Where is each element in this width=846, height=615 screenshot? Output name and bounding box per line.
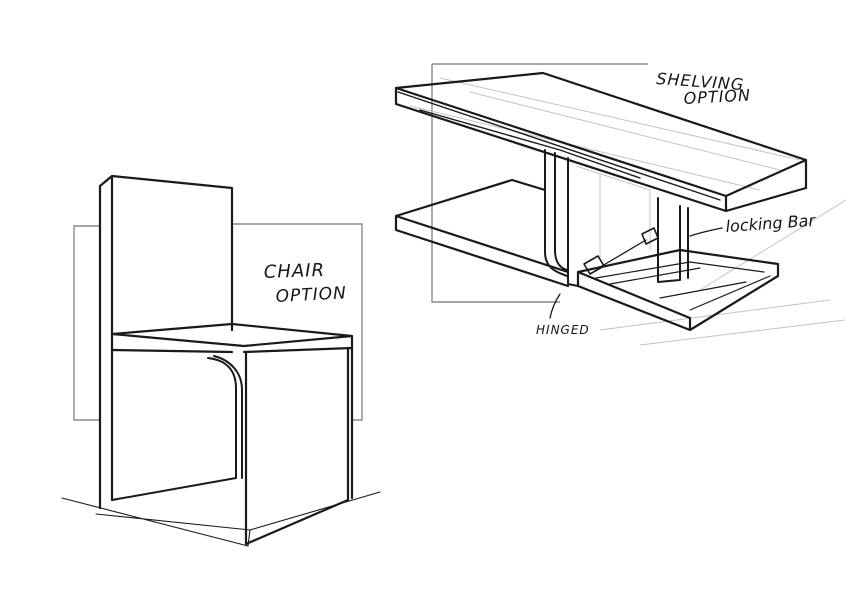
chair-guide-box — [73, 223, 363, 421]
chair-ground-lines — [61, 491, 381, 547]
chair-title-line2: OPTION — [275, 283, 347, 307]
shelving-top-underside — [397, 91, 721, 201]
locking-bar-label: locking Bar — [725, 211, 817, 236]
locking-pin-upper — [641, 227, 659, 245]
shelving-title-line2: OPTION — [683, 85, 751, 107]
chair-option-drawing — [61, 174, 381, 547]
locking-bar-rod — [601, 239, 647, 267]
shelving-tray-inner — [595, 261, 771, 311]
shelving-guide-box — [431, 63, 648, 303]
chair-seat — [110, 322, 354, 354]
shelving-top-board — [394, 71, 808, 213]
chair-side-panel-bottom — [111, 477, 237, 501]
locking-pin-lower — [583, 255, 605, 275]
locking-bar-post — [657, 197, 689, 283]
shelving-lower-left-shelf — [394, 178, 570, 288]
hinged-leader — [549, 293, 561, 319]
shelving-option-drawing — [394, 63, 846, 346]
locking-bar-leader — [689, 227, 723, 237]
chair-curved-leg — [207, 355, 243, 479]
chair-backrest — [98, 174, 234, 510]
hinged-label: HINGED — [536, 323, 590, 337]
chair-title-line1: CHAIR — [263, 260, 325, 283]
chair-front-panel — [244, 346, 354, 546]
shelving-right-wall — [575, 165, 651, 260]
